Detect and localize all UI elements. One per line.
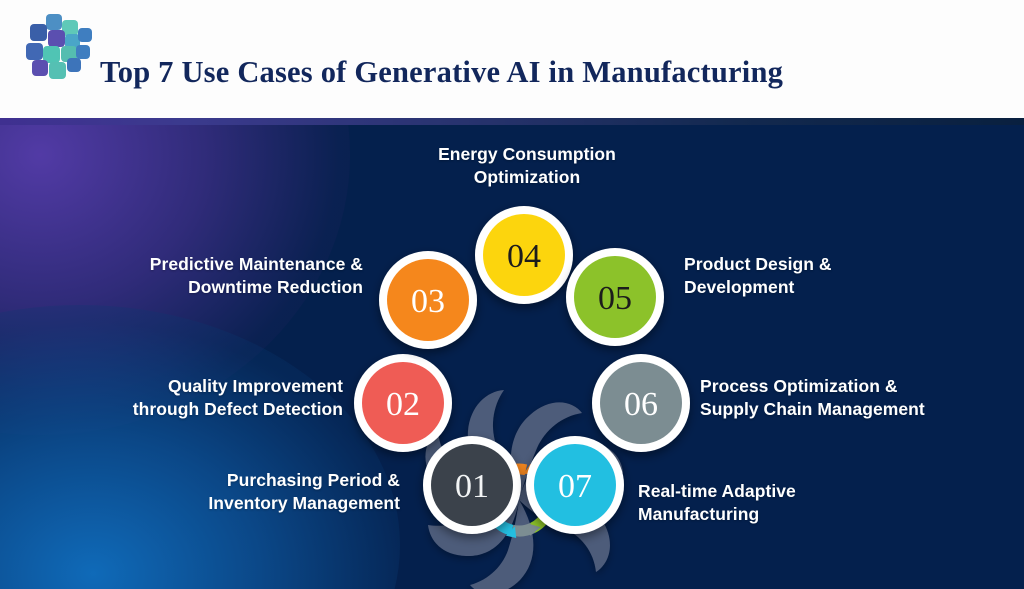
wheel-node-06[interactable]: 06	[592, 354, 690, 452]
header-divider	[0, 118, 1024, 125]
center-arrowhead-cyan	[505, 526, 517, 538]
node-disc-07	[534, 444, 616, 526]
node-disc-01	[431, 444, 513, 526]
wheel-node-01[interactable]: 01	[423, 436, 521, 534]
wheel-label-05: Product Design & Development	[684, 254, 832, 298]
node-number-05: 05	[598, 280, 632, 317]
center-arrowhead-gray	[528, 523, 541, 536]
node-number-03: 03	[411, 283, 445, 320]
wheel-node-05[interactable]: 05	[566, 248, 664, 346]
node-disc-06	[600, 362, 682, 444]
node-disc-03	[387, 259, 469, 341]
wheel-label-06: Process Optimization & Supply Chain Mana…	[700, 376, 925, 420]
node-number-01: 01	[455, 468, 489, 505]
wheel-node-07[interactable]: 07	[526, 436, 624, 534]
connector-arm-07	[470, 500, 534, 589]
node-number-02: 02	[386, 386, 420, 423]
wheel-node-04[interactable]: 04	[475, 206, 573, 304]
wheel-label-07: Real-time Adaptive Manufacturing	[638, 481, 796, 525]
node-number-06: 06	[624, 386, 658, 423]
infographic-canvas: 01 02 03 04 05 06 07 Purchasing Period & Inven…	[0, 125, 1024, 589]
wheel-label-01: Purchasing Period & Inventory Management	[208, 470, 400, 514]
page-title: Top 7 Use Cases of Generative AI in Manu…	[100, 55, 784, 89]
connector-arm-04	[510, 402, 582, 500]
wheel-node-03[interactable]: 03	[379, 251, 477, 349]
circular-wheel-diagram: 01 02 03 04 05 06 07	[354, 206, 690, 589]
wheel-node-02[interactable]: 02	[354, 354, 452, 452]
wheel-label-03: Predictive Maintenance & Downtime Reduct…	[149, 254, 363, 298]
wheel-nodes: 01 02 03 04 05 06 07	[354, 206, 690, 534]
node-disc-05	[574, 256, 656, 338]
node-number-04: 04	[507, 238, 541, 275]
wheel-label-02: Quality Improvement through Defect Detec…	[132, 376, 343, 420]
node-disc-04	[483, 214, 565, 296]
company-logo-icon	[26, 14, 92, 79]
node-disc-02	[362, 362, 444, 444]
wheel-label-04: Energy Consumption Optimization	[438, 144, 616, 188]
slide-header: Top 7 Use Cases of Generative AI in Manu…	[0, 0, 1024, 118]
node-number-07: 07	[558, 468, 592, 505]
